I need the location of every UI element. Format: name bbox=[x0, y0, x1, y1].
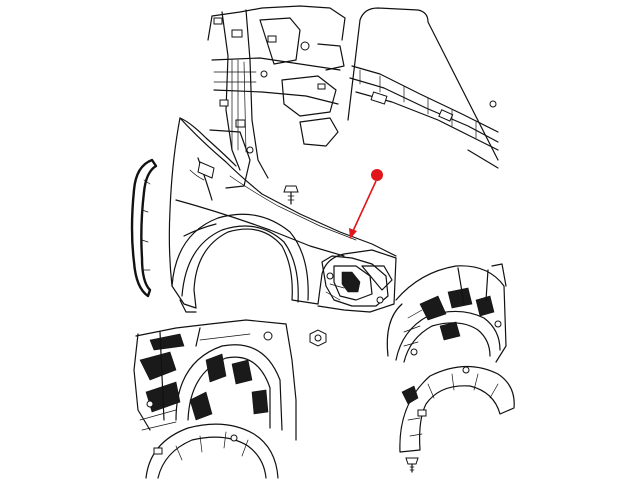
wheelhouse-assembly-right bbox=[386, 263, 507, 363]
wheelhouse-liner-right bbox=[399, 365, 515, 453]
cowl-side-panel bbox=[347, 7, 499, 169]
callout-leader bbox=[352, 180, 377, 232]
upper-body-structure bbox=[207, 5, 346, 189]
wheelhouse-assembly-left bbox=[133, 319, 297, 441]
wheelhouse-liner-left bbox=[145, 423, 279, 479]
callout-dot bbox=[371, 169, 383, 181]
callout-arrowhead bbox=[349, 228, 357, 239]
fender-bolt bbox=[283, 185, 299, 205]
fender-seal-strip bbox=[130, 158, 158, 298]
callout-indicator bbox=[349, 169, 383, 239]
front-fender bbox=[168, 117, 397, 313]
fender-nut bbox=[309, 329, 327, 347]
liner-push-pin bbox=[405, 457, 419, 473]
